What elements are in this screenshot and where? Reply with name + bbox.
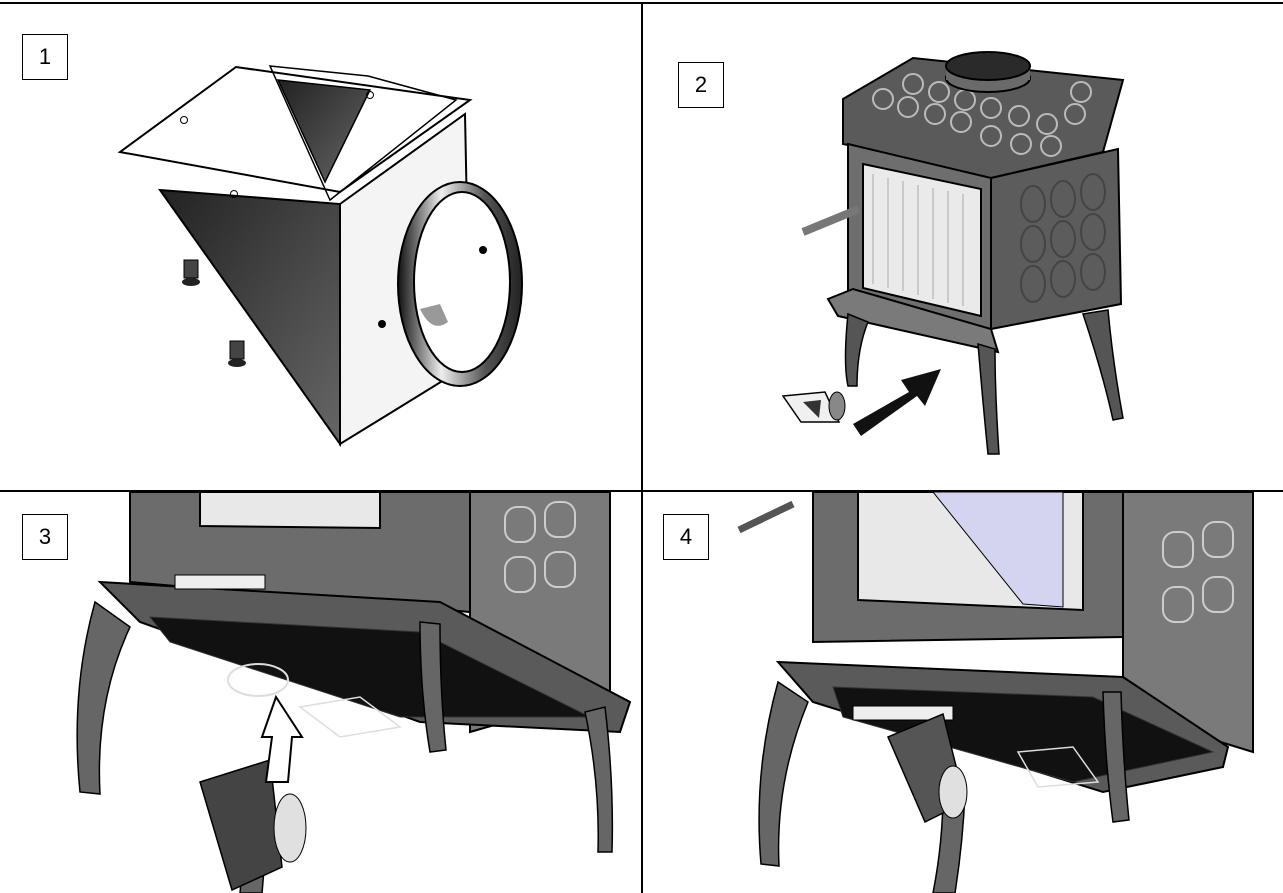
screw-icon — [228, 340, 246, 367]
screw-icon — [182, 259, 200, 286]
step-number-1: 1 — [22, 34, 68, 80]
table-border-top — [0, 2, 1283, 4]
hood-part-icon — [781, 391, 846, 423]
step-panel-2: 2 — [643, 4, 1283, 490]
underside-installed-icon — [737, 492, 1254, 893]
step-panel-1: 1 — [0, 4, 641, 490]
step-panel-4: 4 — [643, 492, 1283, 893]
step-number-4: 4 — [663, 514, 709, 560]
step-number-2: 2 — [678, 62, 724, 108]
row-divider — [0, 490, 1283, 492]
install-arrow-icon — [853, 369, 941, 436]
hood-part-icon — [199, 759, 283, 892]
step-number-3: 3 — [22, 514, 68, 560]
underside-insert-icon — [76, 492, 632, 893]
stove-install-icon — [781, 51, 1125, 455]
up-arrow-icon — [260, 694, 304, 783]
hood-kit-icon — [117, 65, 523, 448]
column-divider — [641, 4, 643, 893]
step-panel-3: 3 — [0, 492, 641, 893]
